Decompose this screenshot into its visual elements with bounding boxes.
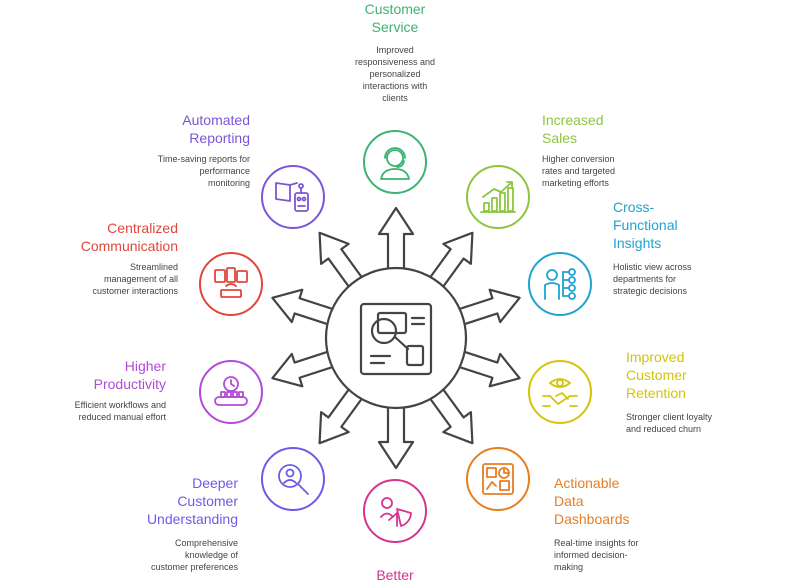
devices-router-icon xyxy=(214,267,248,298)
node-circle xyxy=(261,165,325,229)
description-line: personalized xyxy=(369,69,421,79)
node-circle xyxy=(528,252,592,316)
benefit-description-cross-functional-insights: Holistic view across departments for strat… xyxy=(613,261,753,297)
agent-headset-icon xyxy=(380,147,410,180)
benefit-description-centralized-communication: Streamlined management of all customer int… xyxy=(38,261,178,297)
benefit-node-deeper-customer-understanding xyxy=(261,447,325,511)
benefit-node-cross-functional-insights xyxy=(528,252,592,316)
description-line: interactions with xyxy=(362,81,428,91)
description-line: knowledge of xyxy=(184,550,238,560)
node-circle xyxy=(363,479,427,543)
description-line: Streamlined xyxy=(129,262,178,272)
description-line: making xyxy=(554,562,584,572)
title-line: Sales xyxy=(542,130,578,146)
person-network-icon xyxy=(544,268,576,300)
title-line: Deeper xyxy=(192,475,238,491)
title-line: Actionable xyxy=(554,475,620,491)
title-line: Increased xyxy=(542,112,604,128)
dashboard-icon xyxy=(482,463,514,495)
title-line: Better xyxy=(376,567,414,583)
title-line: Reporting xyxy=(189,130,250,146)
benefit-description-improved-customer-retention: Stronger client loyalty and reduced churn xyxy=(626,411,766,435)
benefit-node-improved-customer-retention xyxy=(528,360,592,424)
description-line: strategic decisions xyxy=(613,286,688,296)
benefit-node-automated-reporting xyxy=(261,165,325,229)
title-line: Customer xyxy=(364,1,426,17)
benefit-title-better: Better xyxy=(305,566,485,584)
benefit-description-customer-service: Improved responsiveness and personalized in… xyxy=(320,44,470,104)
description-line: monitoring xyxy=(207,178,250,188)
handshake-eye-icon xyxy=(542,378,578,407)
title-line: Dashboards xyxy=(554,511,630,527)
node-circle xyxy=(466,165,530,229)
title-line: Customer xyxy=(177,493,238,509)
title-line: Functional xyxy=(613,217,678,233)
description-line: management of all xyxy=(103,274,178,284)
description-line: Improved xyxy=(376,45,414,55)
title-line: Communication xyxy=(80,238,178,254)
title-line: Automated xyxy=(182,112,250,128)
bar-chart-growth-icon xyxy=(480,181,516,213)
clock-conveyor-icon xyxy=(214,376,248,406)
description-line: customer interactions xyxy=(92,286,178,296)
description-line: departments for xyxy=(613,274,677,284)
benefit-description-higher-productivity: Efficient workflows and reduced manual ef… xyxy=(26,399,166,423)
title-line: Insights xyxy=(613,235,662,251)
description-line: informed decision- xyxy=(554,550,628,560)
description-line: reduced manual effort xyxy=(78,412,166,422)
title-line: Understanding xyxy=(146,511,238,527)
title-line: Productivity xyxy=(93,376,166,392)
description-line: Higher conversion xyxy=(542,154,615,164)
benefit-node-customer-service xyxy=(363,130,427,194)
title-line: Customer xyxy=(626,367,687,383)
benefit-node-increased-sales xyxy=(466,165,530,229)
description-line: clients xyxy=(382,93,408,103)
description-line: Real-time insights for xyxy=(554,538,639,548)
segmentation-icon xyxy=(380,497,412,527)
description-line: rates and targeted xyxy=(542,166,616,176)
node-circle xyxy=(261,447,325,511)
description-line: Holistic view across xyxy=(613,262,692,272)
description-line: Time-saving reports for xyxy=(157,154,250,164)
description-line: customer preferences xyxy=(150,562,238,572)
description-line: Comprehensive xyxy=(174,538,238,548)
title-line: Higher xyxy=(124,358,166,374)
benefit-description-deeper-customer-understanding: Comprehensive knowledge of customer prefer… xyxy=(98,537,238,573)
benefit-description-automated-reporting: Time-saving reports for performance monito… xyxy=(110,153,250,189)
title-line: Centralized xyxy=(107,220,178,236)
benefit-description-increased-sales: Higher conversion rates and targeted marke… xyxy=(542,153,662,189)
description-line: Stronger client loyalty xyxy=(626,412,713,422)
description-line: marketing efforts xyxy=(542,178,609,188)
title-line: Retention xyxy=(626,385,686,401)
benefit-node-actionable-data-dashboards xyxy=(466,447,530,511)
node-circle xyxy=(466,447,530,511)
title-line: Data xyxy=(554,493,584,509)
book-robot-icon xyxy=(275,182,309,212)
benefit-description-actionable-data-dashboards: Real-time insights for informed decision-… xyxy=(554,537,694,573)
benefit-node-better xyxy=(363,479,427,543)
magnify-person-icon xyxy=(278,464,309,495)
title-line: Improved xyxy=(626,349,685,365)
description-line: performance xyxy=(199,166,250,176)
crm-dashboard-icon xyxy=(359,302,433,376)
central-hub xyxy=(271,206,521,470)
description-line: responsiveness and xyxy=(354,57,436,67)
node-circle xyxy=(528,360,592,424)
title-line: Cross- xyxy=(613,199,655,215)
description-line: and reduced churn xyxy=(626,424,702,434)
title-line: Service xyxy=(371,19,419,35)
node-circle xyxy=(363,130,427,194)
description-line: Efficient workflows and xyxy=(74,400,166,410)
